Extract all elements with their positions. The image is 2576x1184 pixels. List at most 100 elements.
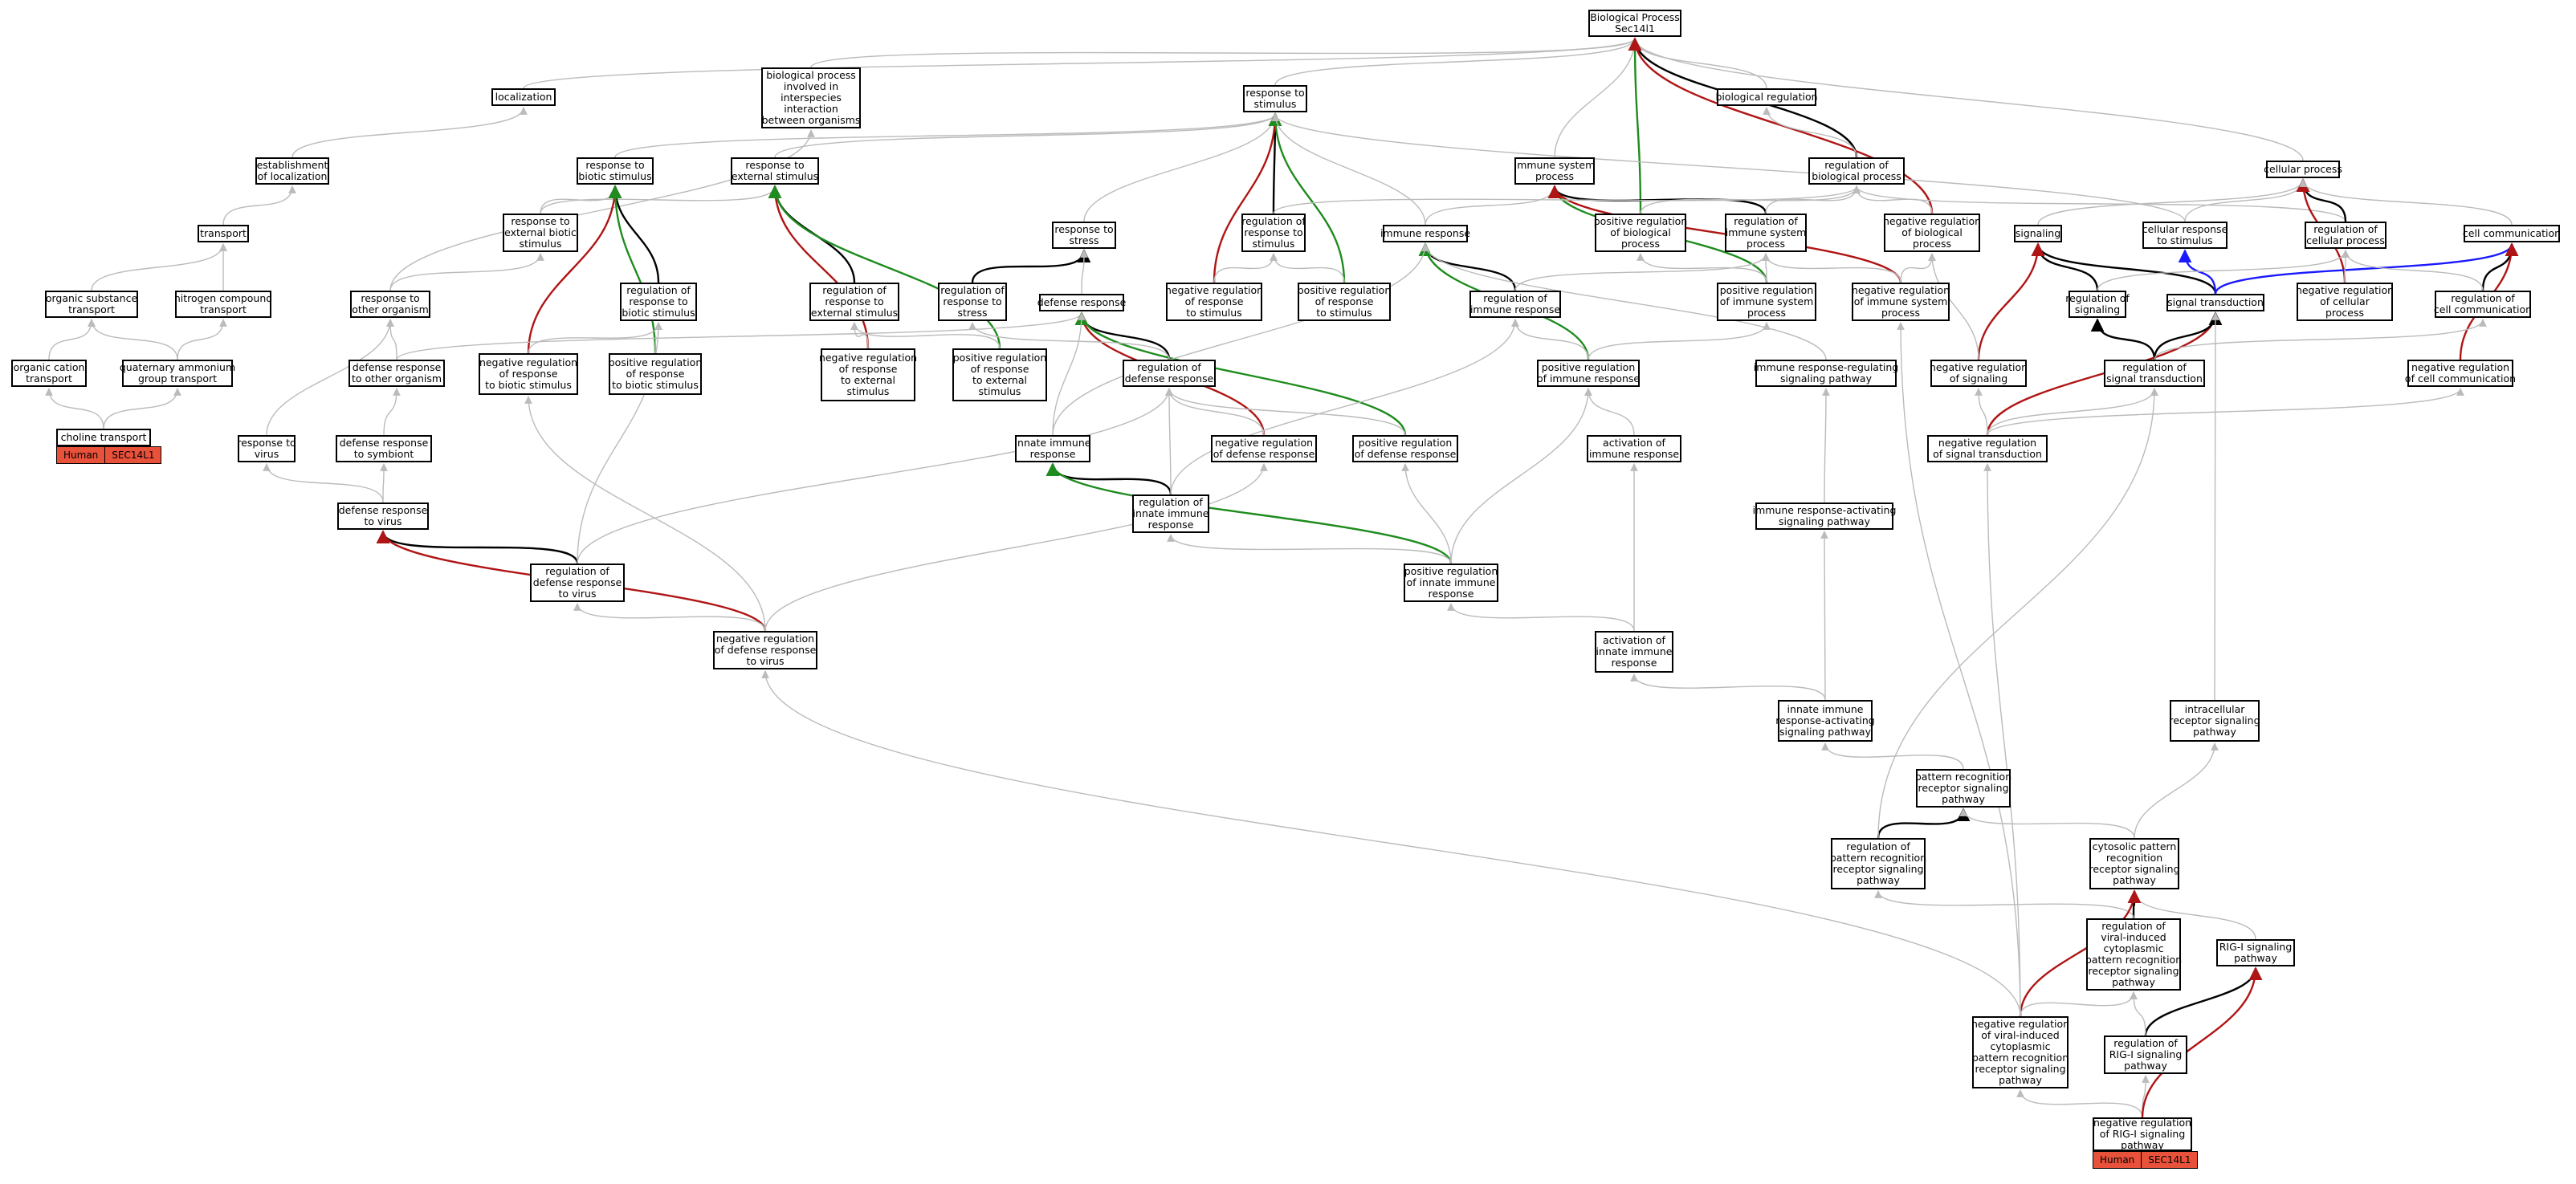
go-term-label-line: of signaling xyxy=(1949,372,2008,384)
go-term-label-line: cellular response xyxy=(2142,223,2228,235)
go-term-label-line: process xyxy=(2325,307,2365,319)
go-term-label-line: of innate immune xyxy=(1406,576,1496,588)
edge-pos_reg_innate_immune_response-to-pos_reg_immune_response xyxy=(1450,388,1592,564)
go-term-immune-response[interactable]: immune response xyxy=(1380,225,1470,242)
go-term-transport[interactable]: transport xyxy=(198,225,249,242)
go-term-label-line: organic cation xyxy=(13,361,85,373)
edge-neg_reg_response_stimulus-to-reg_response_stimulus xyxy=(1213,253,1278,283)
go-term-biological-regulation[interactable]: biological regulation xyxy=(1715,88,1818,106)
go-term-label-line: negative regulation xyxy=(2093,1117,2192,1129)
go-term-label-line: regulation of xyxy=(2065,292,2130,304)
go-term-label-line: signaling xyxy=(2015,227,2061,239)
go-term-signaling[interactable]: signaling xyxy=(2014,225,2062,242)
go-term-label-line: process xyxy=(1881,307,1921,319)
go-term-label-line: regulation of xyxy=(545,565,609,577)
gene-tag[interactable]: SEC14L1 xyxy=(105,447,161,463)
go-term-label-line: to other organism xyxy=(351,372,442,384)
go-term-choline-transport[interactable]: choline transport xyxy=(56,429,151,446)
edge-reg_cellular_process-to-reg_biological_process xyxy=(1853,185,2346,222)
species-tag[interactable]: Human xyxy=(57,447,106,463)
edge-neg_reg_viral_induced_cytoplasmic_prr-to-neg_reg_signal_transduction xyxy=(1983,463,2021,1017)
go-term-cell-communication[interactable]: cell communication xyxy=(2463,225,2561,242)
go-term-localization[interactable]: localization xyxy=(491,88,556,106)
go-term-label-line: interaction xyxy=(784,103,838,115)
gene-tag[interactable]: SEC14L1 xyxy=(2142,1152,2198,1168)
go-term-signal-transduction[interactable]: signal transduction xyxy=(2166,294,2264,311)
species-tag[interactable]: Human xyxy=(2093,1152,2142,1168)
go-term-label-line: of defense response xyxy=(714,644,817,656)
go-term-label-line: transport xyxy=(200,303,247,315)
go-term-label-line: localization xyxy=(495,91,552,103)
go-term-cellular-process[interactable]: cellular process xyxy=(2264,161,2342,178)
go-term-defense-response[interactable]: defense response xyxy=(1037,294,1126,311)
